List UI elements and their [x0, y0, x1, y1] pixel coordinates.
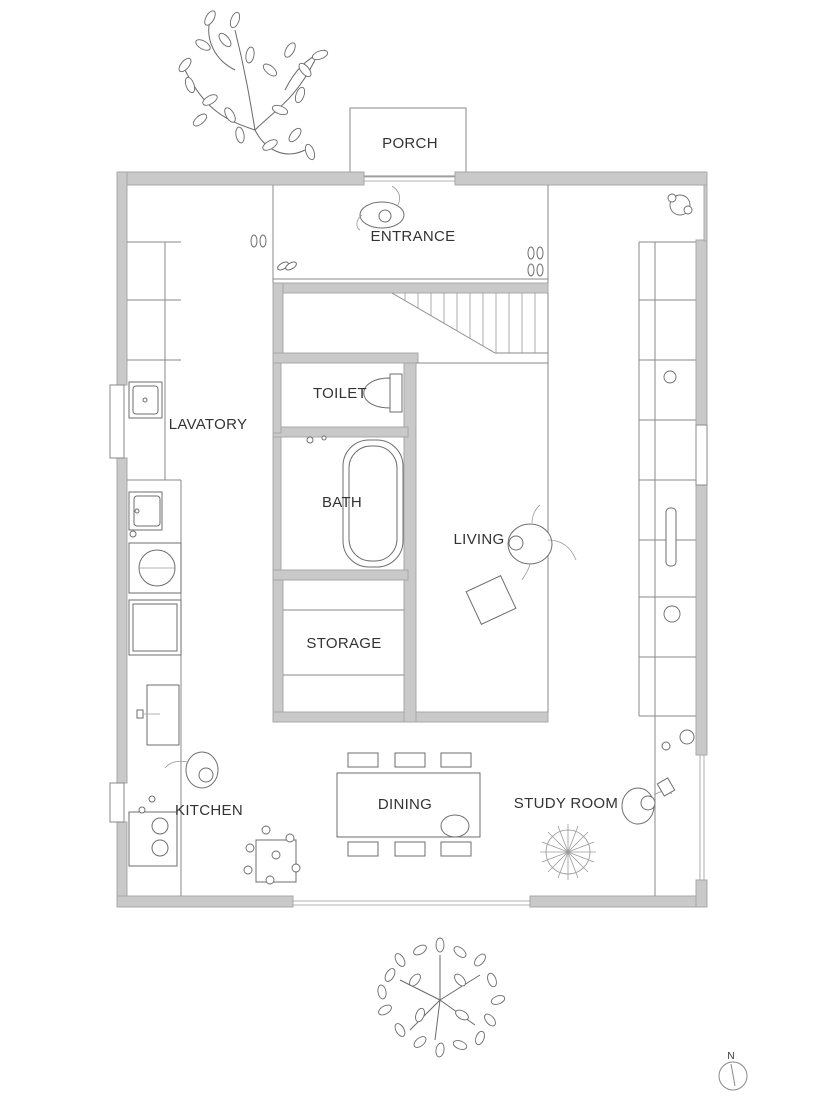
toilet-icon — [363, 373, 403, 413]
kitchen-counter-sink-icon — [136, 684, 180, 746]
room-label-kitchen: KITCHEN — [175, 802, 243, 819]
room-label-entrance: ENTRANCE — [371, 228, 456, 245]
spiky-plant-icon — [540, 824, 596, 880]
person-living-icon — [507, 504, 577, 581]
room-label-toilet: TOILET — [313, 385, 367, 402]
outer-walls — [116, 171, 708, 908]
room-label-living: LIVING — [454, 531, 505, 548]
room-label-porch: PORCH — [382, 135, 438, 152]
tree-top-icon — [178, 10, 329, 161]
porch-area — [349, 107, 467, 177]
room-label-bath: BATH — [322, 494, 362, 511]
lavatory-sink-icon — [128, 381, 163, 419]
room-label-dining: DINING — [378, 796, 432, 813]
kitchen-sink-icon — [128, 491, 163, 538]
dining-chairs-icon — [347, 752, 472, 857]
shoes-icon — [250, 234, 544, 277]
washing-machine-icon — [128, 542, 182, 594]
compass-north-label: N — [727, 1051, 734, 1062]
refrigerator-icon — [128, 599, 182, 656]
desk-lamp-icon — [656, 729, 695, 797]
stairs — [391, 292, 548, 354]
person-entrance-icon — [356, 185, 405, 231]
person-kitchen-icon — [164, 751, 219, 789]
windows — [109, 176, 708, 906]
stove-icon — [128, 795, 178, 867]
bathtub-icon — [306, 435, 404, 568]
room-label-lavatory: LAVATORY — [169, 416, 248, 433]
potted-tree-icon — [243, 825, 301, 885]
room-label-storage: STORAGE — [306, 635, 381, 652]
room-label-study-room: STUDY ROOM — [514, 795, 618, 812]
person-study-icon — [621, 787, 673, 825]
tree-bottom-icon — [377, 937, 506, 1058]
cushion-icon — [465, 574, 517, 626]
north-arrow-icon: N — [718, 1051, 748, 1091]
interior-walls — [272, 282, 549, 723]
plant-pot-icon — [663, 193, 693, 623]
